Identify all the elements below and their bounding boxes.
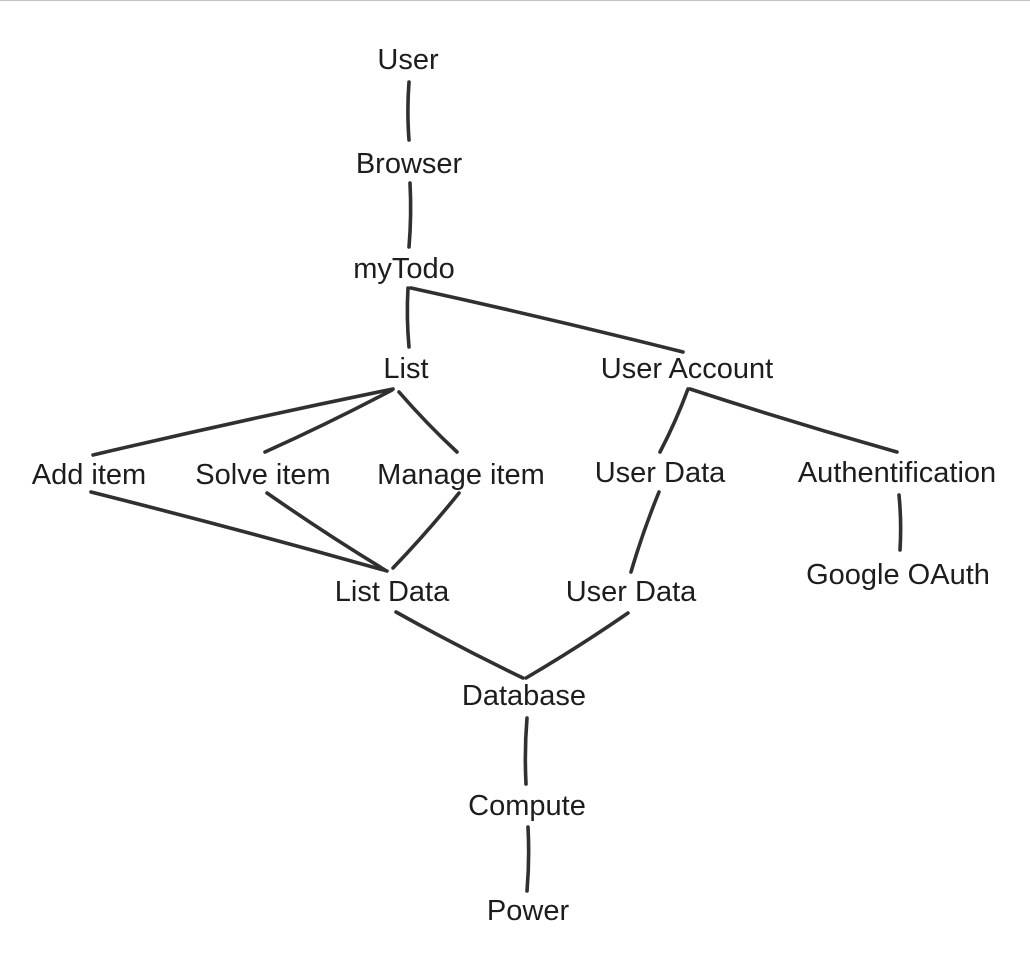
edge-user-account--user-data-1 bbox=[658, 387, 690, 454]
edge-list--add-item bbox=[91, 387, 395, 457]
edge-list--solve-item bbox=[263, 388, 394, 454]
node-user-account: User Account bbox=[600, 353, 774, 386]
node-compute: Compute bbox=[468, 790, 586, 823]
edge-user-data-2--database bbox=[524, 611, 630, 680]
edge-browser--mytodo bbox=[407, 181, 413, 249]
edge-user-account--authentification bbox=[688, 387, 899, 454]
edge-list-data--database bbox=[394, 610, 525, 680]
node-manage-item: Manage item bbox=[377, 459, 545, 492]
edge-list--manage-item bbox=[397, 390, 459, 454]
node-add-item: Add item bbox=[31, 459, 147, 492]
edge-compute--power bbox=[525, 825, 531, 893]
node-user: User bbox=[377, 44, 439, 77]
node-user-data-2: User Data bbox=[565, 576, 697, 609]
node-authentification: Authentification bbox=[797, 457, 997, 490]
edge-add-item--list-data bbox=[89, 490, 389, 573]
edge-authentification--google-oauth bbox=[897, 493, 903, 552]
edge-solve-item--list-data bbox=[265, 491, 387, 572]
node-browser: Browser bbox=[355, 148, 463, 181]
node-user-data-1: User Data bbox=[594, 457, 726, 490]
top-edge-line bbox=[0, 0, 1030, 1]
edge-database--compute bbox=[523, 716, 529, 786]
edge-user--browser bbox=[406, 80, 411, 142]
node-mytodo: myTodo bbox=[353, 253, 455, 286]
node-solve-item: Solve item bbox=[195, 459, 331, 492]
node-google-oauth: Google OAuth bbox=[806, 559, 990, 592]
edge-mytodo--user-account bbox=[409, 286, 685, 354]
edge-mytodo--list bbox=[405, 286, 411, 349]
node-list-data: List Data bbox=[334, 576, 450, 609]
node-power: Power bbox=[486, 895, 570, 928]
node-list: List bbox=[383, 353, 429, 386]
edge-user-data-1--user-data-2 bbox=[629, 490, 661, 574]
node-database: Database bbox=[461, 680, 587, 713]
edge-manage-item--list-data bbox=[391, 491, 461, 570]
